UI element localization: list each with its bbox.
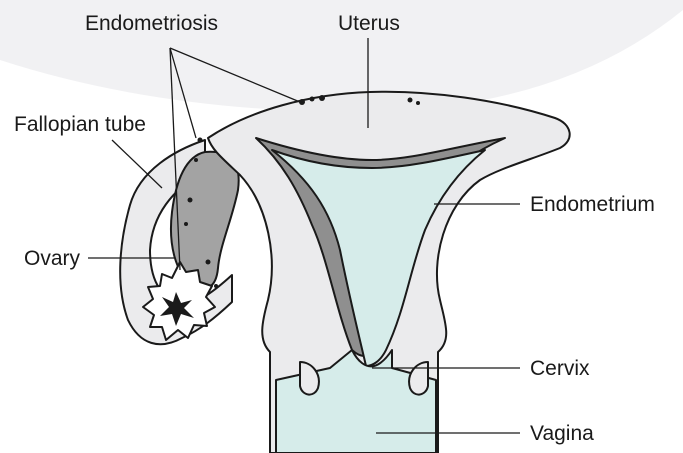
label-vagina: Vagina bbox=[530, 422, 594, 445]
endometriosis-spot bbox=[408, 98, 413, 103]
label-cervix: Cervix bbox=[530, 357, 590, 380]
label-endometriosis: Endometriosis bbox=[85, 12, 218, 35]
endometriosis-spot bbox=[416, 101, 420, 105]
endometriosis-spot bbox=[194, 158, 198, 162]
endometriosis-spot bbox=[310, 97, 315, 102]
label-endometrium: Endometrium bbox=[530, 193, 655, 216]
endometriosis-spot bbox=[206, 260, 211, 265]
endometriosis-spot bbox=[198, 138, 203, 143]
label-ovary: Ovary bbox=[24, 247, 81, 270]
label-fallopian-tube: Fallopian tube bbox=[14, 113, 146, 136]
endometriosis-spot bbox=[184, 222, 188, 226]
endometriosis-spot bbox=[319, 95, 325, 101]
label-uterus: Uterus bbox=[338, 12, 400, 35]
endometriosis-spot bbox=[214, 284, 218, 288]
leader-fallopian-tube bbox=[112, 140, 162, 188]
endometriosis-spot bbox=[188, 198, 193, 203]
